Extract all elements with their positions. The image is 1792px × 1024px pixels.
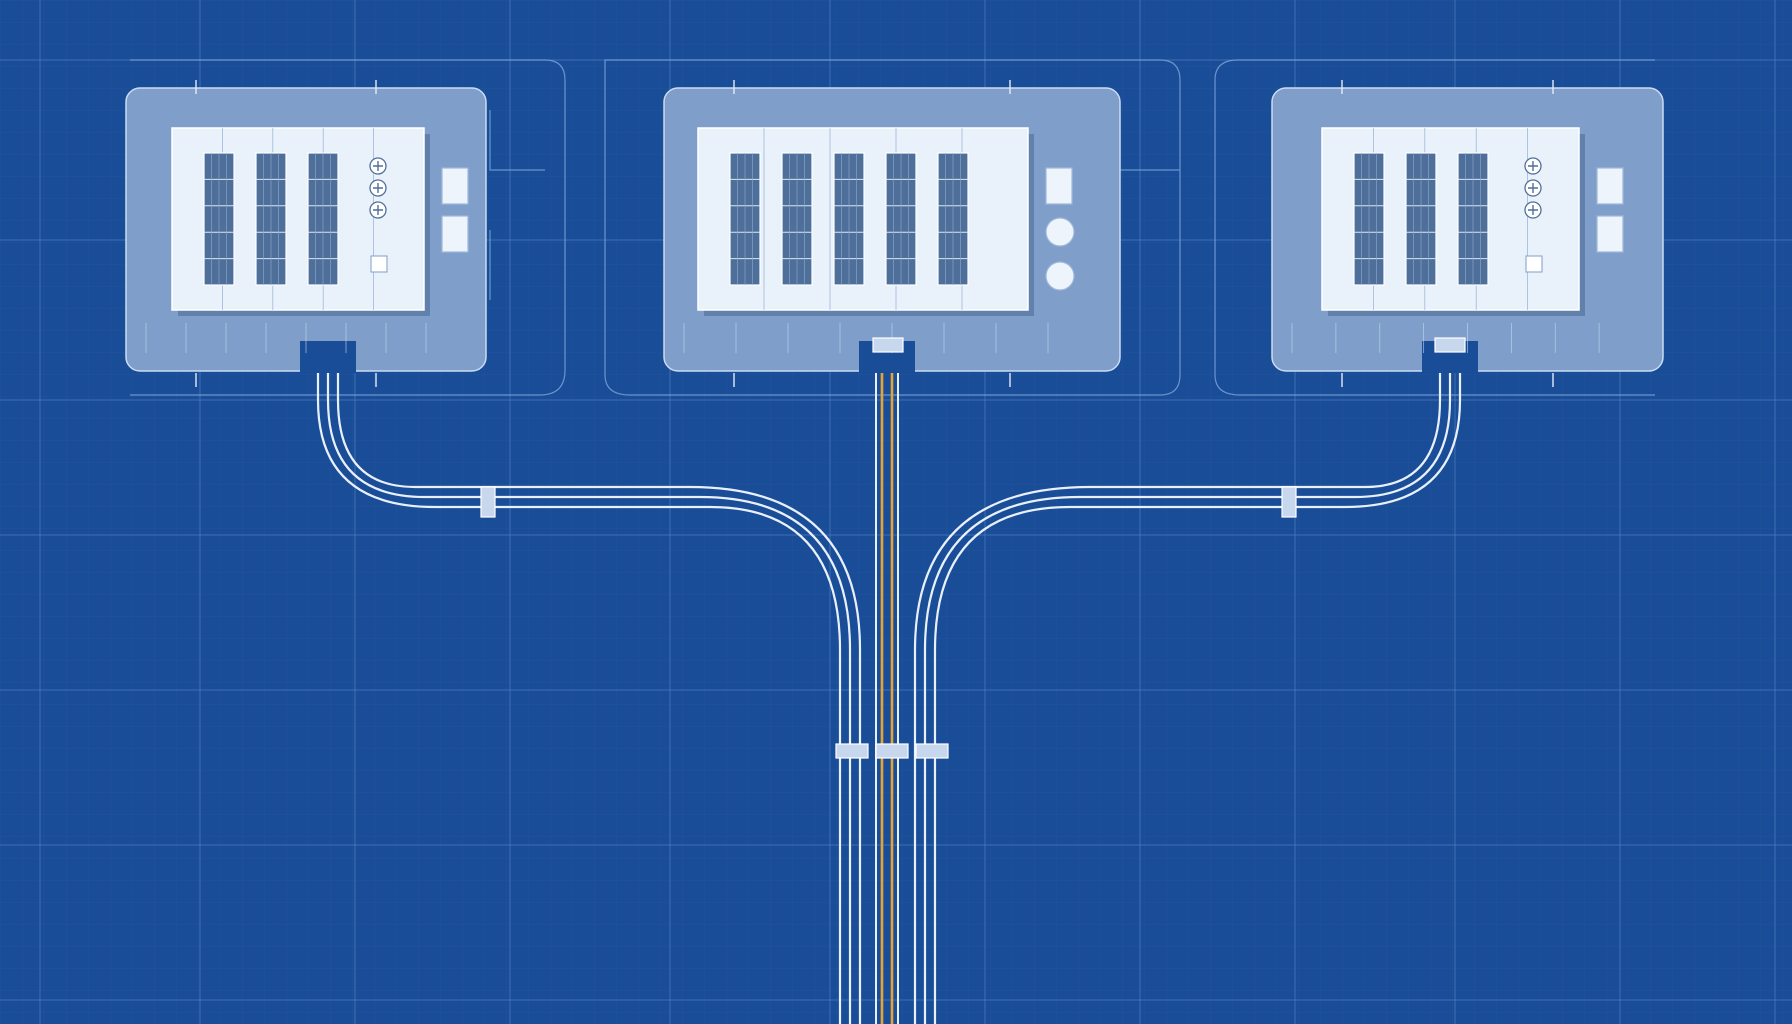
equipment-box: [1596, 167, 1624, 205]
junction-box-icon: [872, 337, 904, 353]
hvac-panel-column: [937, 152, 969, 286]
hvac-panel-column: [203, 152, 235, 286]
hvac-panel-column: [1457, 152, 1489, 286]
fan-icon: [369, 201, 387, 219]
equipment-box: [1045, 167, 1073, 205]
hvac-panel-column: [729, 152, 761, 286]
facility-building: [1271, 80, 1664, 387]
conduit-line: [336, 370, 862, 1024]
tank-icon: [1045, 261, 1075, 291]
junction-box-icon: [1434, 337, 1466, 353]
fan-icon: [1524, 157, 1542, 175]
equipment-box: [441, 215, 469, 253]
hvac-panel-column: [1405, 152, 1437, 286]
tank-icon: [1045, 217, 1075, 247]
lot-cutout: [300, 341, 356, 373]
conduit-line: [913, 370, 1442, 1024]
fan-icon: [1524, 201, 1542, 219]
junction-box-icon: [875, 743, 909, 759]
facility-building: [125, 80, 487, 387]
fan-icon: [369, 157, 387, 175]
left-conduit-branch: [316, 370, 862, 1024]
site-outlines: [130, 59, 1655, 396]
junction-box-icon: [915, 743, 949, 759]
hvac-panel-column: [1353, 152, 1385, 286]
hvac-panel-column: [307, 152, 339, 286]
conduit-line: [316, 370, 842, 1024]
hvac-panel-column: [833, 152, 865, 286]
roof-access-hatch: [1525, 255, 1543, 273]
conduit-line: [933, 370, 1462, 1024]
conduit-network: [316, 320, 1462, 1024]
conduit-line: [923, 370, 1452, 1024]
facility-building: [663, 80, 1121, 387]
junction-boxes: [480, 337, 1466, 759]
roof-access-hatch: [370, 255, 388, 273]
facilities: [125, 80, 1664, 387]
hvac-panel-column: [781, 152, 813, 286]
hvac-panel-column: [885, 152, 917, 286]
fan-icon: [1524, 179, 1542, 197]
conduit-line: [326, 370, 852, 1024]
equipment-box: [1596, 215, 1624, 253]
junction-box-icon: [835, 743, 869, 759]
junction-box-icon: [480, 486, 496, 518]
fan-icon: [369, 179, 387, 197]
equipment-box: [441, 167, 469, 205]
junction-box-icon: [1281, 486, 1297, 518]
right-conduit-branch: [913, 370, 1462, 1024]
hvac-panel-column: [255, 152, 287, 286]
